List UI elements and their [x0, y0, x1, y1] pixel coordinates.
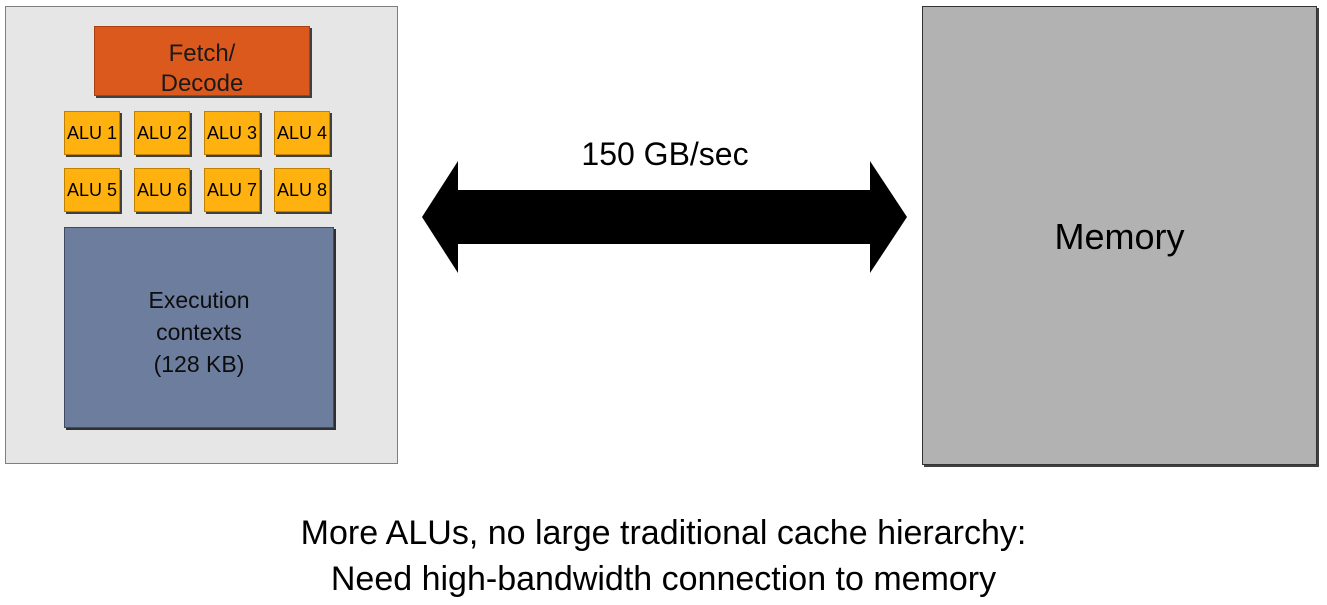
alu-block: ALU 8 [274, 168, 330, 212]
bandwidth-label: 150 GB/sec [581, 136, 749, 172]
alu-label: ALU 3 [206, 123, 258, 143]
execution-contexts-block: Execution contexts (128 KB) [64, 227, 334, 428]
alu-block: ALU 3 [204, 111, 260, 155]
execution-contexts-line2: contexts [156, 319, 242, 345]
alu-label: ALU 8 [276, 180, 328, 200]
caption-line1: More ALUs, no large traditional cache hi… [300, 514, 1027, 552]
memory-block: Memory [922, 6, 1317, 465]
arrow-shape [422, 161, 907, 273]
caption-line2: Need high-bandwidth connection to memory [330, 560, 997, 598]
alu-block: ALU 5 [64, 168, 120, 212]
fetch-decode-block: Fetch/ Decode [94, 26, 310, 96]
alu-block: ALU 2 [134, 111, 190, 155]
alu-block: ALU 4 [274, 111, 330, 155]
fetch-decode-label: Fetch/ Decode [160, 40, 244, 96]
execution-contexts-line1: Execution [148, 287, 250, 313]
alu-block: ALU 1 [64, 111, 120, 155]
execution-contexts-line3: (128 KB) [153, 351, 245, 377]
memory-label: Memory [1054, 216, 1185, 257]
alu-block: ALU 6 [134, 168, 190, 212]
alu-label: ALU 2 [136, 123, 188, 143]
alu-label: ALU 1 [66, 123, 118, 143]
bidirectional-arrow-icon [422, 161, 907, 273]
alu-label: ALU 7 [206, 180, 258, 200]
alu-label: ALU 6 [136, 180, 188, 200]
alu-block: ALU 7 [204, 168, 260, 212]
alu-label: ALU 5 [66, 180, 118, 200]
alu-label: ALU 4 [276, 123, 328, 143]
caption: More ALUs, no large traditional cache hi… [0, 510, 1327, 602]
